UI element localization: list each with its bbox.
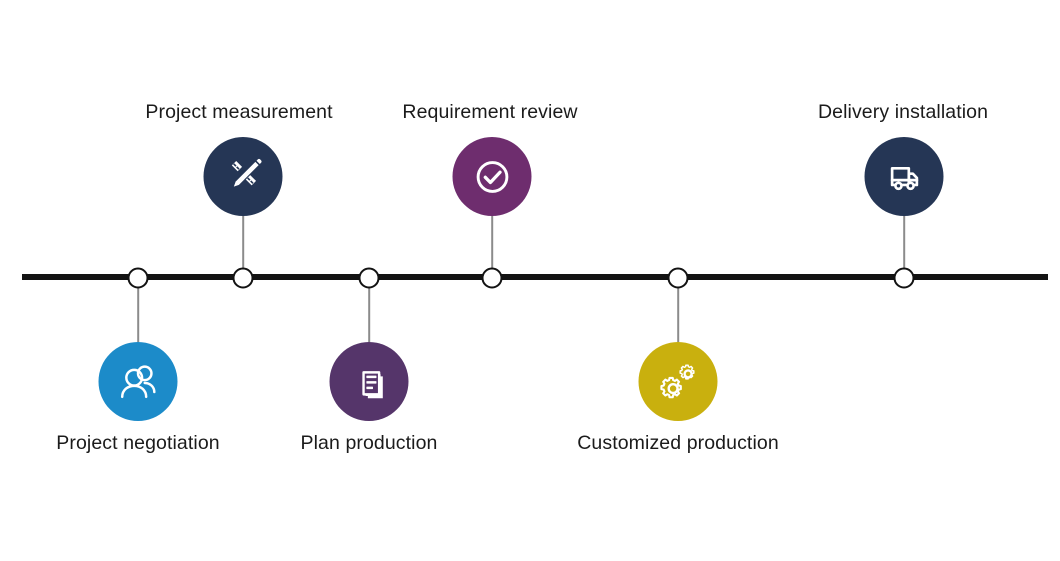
- pencil-ruler-icon: [220, 154, 266, 200]
- users-icon: [115, 359, 161, 405]
- axis-marker-delivery-installation[interactable]: [893, 267, 915, 289]
- label-plan-production: Plan production: [300, 432, 438, 454]
- connector-stem-project-measurement: [242, 214, 244, 272]
- axis-marker-project-measurement[interactable]: [232, 267, 254, 289]
- connector-stem-requirement-review: [491, 214, 493, 272]
- connector-stem-delivery-installation: [903, 214, 905, 272]
- node-project-negotiation[interactable]: [98, 342, 178, 421]
- connector-stem-plan-production: [368, 286, 370, 342]
- axis-marker-customized-production[interactable]: [667, 267, 689, 289]
- axis-marker-plan-production[interactable]: [358, 267, 380, 289]
- check-circle-icon: [468, 153, 516, 201]
- node-plan-production[interactable]: [329, 342, 409, 421]
- label-customized-production: Customized production: [577, 432, 779, 454]
- label-project-measurement: Project measurement: [145, 101, 333, 123]
- node-requirement-review[interactable]: [452, 137, 532, 216]
- label-requirement-review: Requirement review: [402, 101, 578, 123]
- node-project-measurement[interactable]: [203, 137, 283, 216]
- axis-marker-requirement-review[interactable]: [481, 267, 503, 289]
- timeline-axis: [22, 274, 1048, 280]
- documents-icon: [347, 360, 391, 404]
- node-delivery-installation[interactable]: [864, 137, 944, 216]
- label-delivery-installation: Delivery installation: [817, 101, 989, 123]
- node-customized-production[interactable]: [638, 342, 718, 421]
- axis-marker-project-negotiation[interactable]: [127, 267, 149, 289]
- connector-stem-project-negotiation: [137, 286, 139, 342]
- connector-stem-customized-production: [677, 286, 679, 342]
- truck-icon: [882, 155, 926, 199]
- gears-icon: [654, 358, 702, 406]
- label-project-negotiation: Project negotiation: [56, 432, 220, 454]
